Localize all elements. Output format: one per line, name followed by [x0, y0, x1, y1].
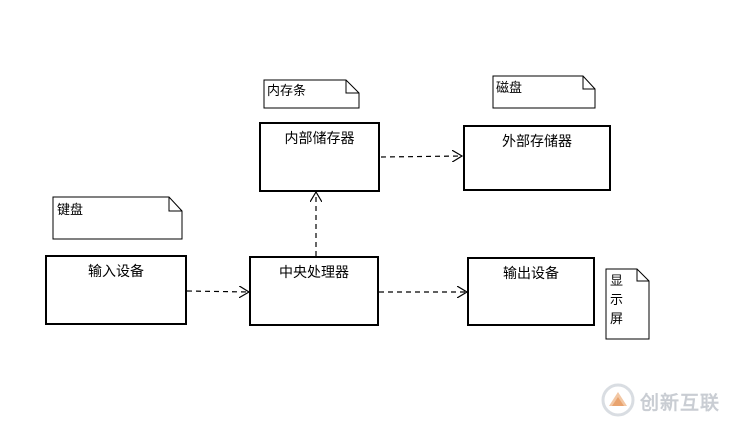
edge-internal-to-external	[380, 156, 462, 157]
node-input-device[interactable]: 输入设备	[45, 255, 187, 325]
node-input-device-label: 输入设备	[88, 264, 144, 280]
note-keyboard-label: 键盘	[57, 203, 84, 218]
node-output-device[interactable]: 输出设备	[467, 257, 595, 326]
watermark-logo: 创新互联	[600, 382, 732, 418]
node-output-device-label: 输出设备	[503, 266, 559, 282]
node-internal-storage[interactable]: 内部储存器	[259, 122, 380, 192]
watermark-logo-icon	[601, 383, 635, 417]
node-cpu[interactable]: 中央处理器	[249, 256, 379, 326]
note-disk-shape	[492, 75, 596, 109]
node-external-storage-label: 外部存储器	[502, 134, 572, 150]
note-memory-label: 内存条	[267, 84, 307, 99]
note-memory-shape	[263, 79, 360, 109]
note-keyboard-shape	[52, 196, 183, 240]
node-cpu-label: 中央处理器	[279, 265, 349, 281]
note-display-label: 显示屏	[610, 274, 624, 327]
node-external-storage[interactable]: 外部存储器	[463, 125, 611, 191]
edge-input-to-cpu	[186, 291, 249, 292]
watermark-text: 创新互联	[640, 392, 721, 414]
note-display-shape	[605, 268, 650, 340]
node-internal-storage-label: 内部储存器	[284, 131, 355, 147]
note-disk-label: 磁盘	[496, 81, 523, 96]
